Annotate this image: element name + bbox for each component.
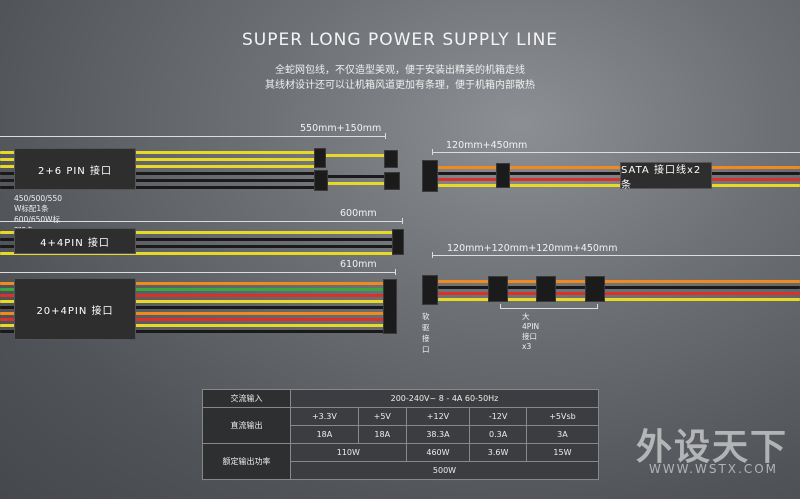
connector-molex-1 [488, 276, 508, 302]
cable-molex-length: 120mm+120mm+120mm+450mm [447, 243, 618, 254]
page-title: SUPER LONG POWER SUPPLY LINE [241, 30, 559, 50]
cable-2-6-pin-length: 550mm+150mm [300, 123, 382, 134]
power-cell: 3.6W [469, 443, 527, 462]
subtitle-line-1: 全蛇网包线，不仅造型美观，便于安装出精美的机箱走线 [275, 65, 525, 76]
power-cell: 460W [405, 443, 471, 462]
connector-20-4pin [383, 279, 397, 334]
rail-cell: +12V [405, 407, 471, 426]
current-cell: 38.3A [405, 425, 471, 444]
cable-4-4-pin-length: 600mm [340, 208, 377, 219]
cable-sata-label: SATA 接口线x2条 [620, 162, 712, 191]
subtitle-line-2: 其线材设计还可以让机箱风道更加有条理，便于机箱内部散热 [265, 80, 535, 91]
table-row: 额定输出功率 110W 460W 3.6W 15W [202, 443, 600, 480]
rail-cell: -12V [469, 407, 527, 426]
cable-20-4-pin-length: 610mm [340, 259, 377, 270]
connector-2pin-b [384, 172, 400, 190]
rail-cell: +5V [357, 407, 407, 426]
cable-4-4-pin-label: 4+4PIN 接口 [14, 228, 136, 254]
ac-input-value: 200-240V~ 8 - 4A 60-50Hz [290, 389, 599, 408]
rail-cell: +3.3V [290, 407, 359, 426]
table-row: 交流输入 200-240V~ 8 - 4A 60-50Hz [202, 389, 599, 408]
rail-cell: +5Vsb [525, 407, 600, 426]
connector-sata-2 [496, 163, 510, 188]
power-cell: 110W [290, 443, 407, 462]
power-cell: 15W [525, 443, 600, 462]
watermark-url: WWW.WSTX.COM [648, 462, 778, 476]
watermark-logo: 外设天下 [635, 427, 788, 468]
power-total-cell: 500W [290, 461, 599, 480]
cable-sata-length: 120mm+450mm [446, 140, 528, 151]
current-cell: 18A [357, 425, 407, 444]
current-cell: 18A [290, 425, 359, 444]
ac-input-label: 交流输入 [202, 389, 291, 408]
connector-6pin [314, 148, 326, 168]
spec-table: 交流输入 200-240V~ 8 - 4A 60-50Hz 直流输出 +3.3V… [202, 389, 600, 480]
connector-molex-3 [585, 276, 605, 302]
table-row: 直流输出 +3.3V +5V +12V -12V +5Vsb [202, 407, 600, 444]
table-row: 500W [203, 461, 599, 480]
connector-sata-1 [422, 160, 438, 192]
connector-4-4pin [392, 229, 404, 255]
power-label: 额定输出功率 [202, 443, 291, 480]
connector-floppy [422, 275, 438, 305]
connector-2pin [314, 170, 328, 191]
cable-2-6-pin-label: 2+6 PIN 接口 [14, 148, 136, 190]
connector-molex-2 [536, 276, 556, 302]
floppy-label: 软驱接口 [422, 312, 430, 354]
dc-output-label: 直流输出 [202, 407, 291, 444]
current-cell: 3A [525, 425, 600, 444]
big4pin-label: 大4PIN接口x3 [522, 312, 540, 351]
current-cell: 0.3A [469, 425, 527, 444]
connector-6pin-b [384, 150, 398, 168]
cable-20-4-pin-label: 20+4PIN 接口 [14, 278, 136, 340]
